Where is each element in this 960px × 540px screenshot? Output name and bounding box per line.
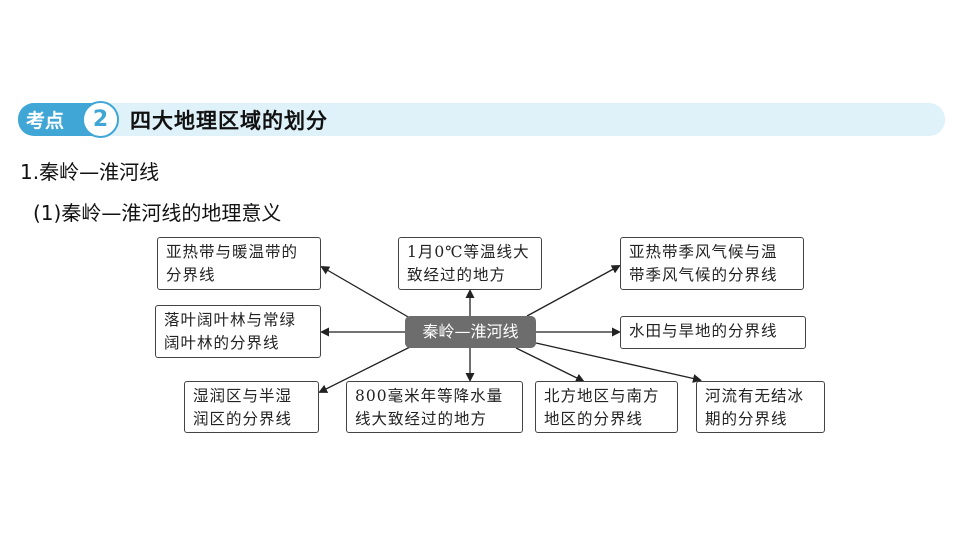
box-subtropical-warm-line-2: 分界线 (166, 266, 216, 284)
box-isotherm: 1月0℃等温线大 致经过的地方 (398, 237, 542, 290)
topic-label: 考点 (26, 110, 65, 132)
box-subtropical-warm: 亚热带与暖温带的 分界线 (157, 237, 321, 290)
box-precip-line-1: 800毫米年等降水量 (355, 387, 504, 405)
box-paddy-line-1: 水田与旱地的分界线 (629, 322, 778, 340)
box-isotherm-line-1: 1月0℃等温线大 (407, 243, 530, 261)
arrow-to-river (535, 342, 702, 383)
box-river: 河流有无结冰 期的分界线 (696, 381, 825, 433)
box-monsoon-line-1: 亚热带季风气候与温 (629, 243, 778, 261)
box-north-south-line-1: 北方地区与南方 (544, 387, 660, 405)
box-precip: 800毫米年等降水量 线大致经过的地方 (346, 381, 523, 433)
topic-bar (18, 103, 945, 136)
box-subtropical-warm-line-1: 亚热带与暖温带的 (166, 243, 299, 261)
subsection-heading: (1)秦岭—淮河线的地理意义 (33, 201, 282, 225)
box-monsoon-line-2: 带季风气候的分界线 (629, 266, 778, 284)
topic-number-badge: 2 (82, 101, 119, 138)
box-forest-line-2: 阔叶林的分界线 (164, 334, 280, 352)
box-monsoon: 亚热带季风气候与温 带季风气候的分界线 (620, 237, 804, 290)
arrow-to-north-south (515, 347, 585, 382)
box-isotherm-line-2: 致经过的地方 (407, 266, 507, 284)
box-north-south: 北方地区与南方 地区的分界线 (535, 381, 678, 433)
box-forest: 落叶阔叶林与常绿 阔叶林的分界线 (155, 305, 321, 358)
arrow-to-humid (318, 346, 411, 393)
box-humid-line-1: 湿润区与半湿 (193, 387, 293, 405)
box-humid-line-2: 润区的分界线 (193, 410, 293, 428)
box-forest-line-1: 落叶阔叶林与常绿 (164, 311, 297, 329)
box-humid: 湿润区与半湿 润区的分界线 (184, 381, 319, 433)
box-precip-line-2: 线大致经过的地方 (355, 410, 488, 428)
arrow-to-subtropical-warm (320, 265, 411, 319)
topic-label-pill (18, 103, 92, 136)
center-node: 秦岭—淮河线 (405, 316, 536, 348)
topic-title: 四大地理区域的划分 (130, 109, 328, 133)
box-north-south-line-2: 地区的分界线 (544, 410, 644, 428)
section-heading: 1.秦岭—淮河线 (20, 160, 160, 184)
box-river-line-1: 河流有无结冰 (705, 387, 805, 405)
box-paddy: 水田与旱地的分界线 (620, 316, 806, 349)
box-river-line-2: 期的分界线 (705, 410, 788, 428)
arrow-to-monsoon (526, 265, 621, 317)
